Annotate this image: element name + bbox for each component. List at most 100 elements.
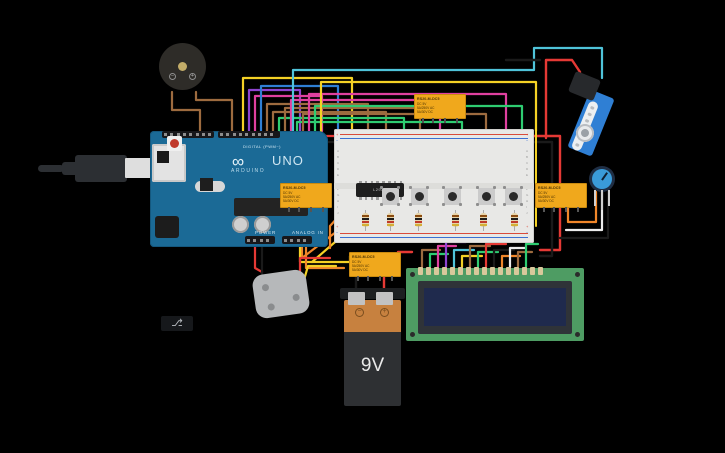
- relay-bottom-spec3: 5A/30V DC: [352, 268, 368, 273]
- breadboard-col-label-E-1: E: [526, 172, 529, 177]
- ic-pin-9: [359, 197, 362, 200]
- relay-right-title: RS20-M-DC5: [538, 185, 561, 190]
- power-header-label: POWER: [255, 230, 277, 235]
- pushbutton-5[interactable]: [380, 186, 400, 206]
- ic-pin-11: [370, 197, 374, 200]
- breadboard-col-label-A-1: A: [526, 148, 529, 153]
- pushbutton-4[interactable]: [503, 186, 523, 206]
- breadboard-col-label-C-1: C: [526, 160, 529, 165]
- pushbutton-3-leg-2: [476, 203, 479, 206]
- relay-arduino-specs: DC 5V 5A/250V AC 5A/30V DC: [283, 191, 300, 204]
- relay-top[interactable]: RS20-M-DC5 DC 5V 5A/250V AC 5A/30V DC: [414, 94, 466, 123]
- usb-cable-tail: [38, 165, 64, 172]
- breadboard-rail-marker-3: −: [336, 230, 339, 235]
- battery-connector-cap[interactable]: [340, 288, 405, 299]
- ic-pin-1: [359, 180, 362, 183]
- breadboard-col-label-J-0: J: [337, 210, 339, 215]
- breadboard-col-label-H-1: H: [526, 198, 529, 203]
- relay-bottom-spec2: 5A/250V AC: [352, 264, 370, 269]
- resistor-5[interactable]: [511, 210, 518, 231]
- relay-top-title: RS20-M-DC5: [417, 96, 440, 101]
- pushbutton-1[interactable]: [409, 186, 429, 206]
- servo-horn-hole-5: [575, 143, 580, 148]
- piezo-buzzer[interactable]: − +: [159, 43, 206, 90]
- breadboard-col-label-I-1: I: [526, 204, 527, 209]
- digital-pin-header-2[interactable]: [218, 131, 280, 138]
- battery-9v-top-band: − +: [344, 300, 401, 332]
- servo-horn-hole-2: [587, 112, 592, 117]
- breadboard-col-label-G-1: G: [526, 192, 529, 197]
- potentiometer-leg-1: [594, 190, 596, 206]
- pushbutton-1-leg-1: [409, 186, 412, 189]
- relay-arduino[interactable]: RS20-M-DC5 DC 5V 5A/250V AC 5A/30V DC: [280, 183, 332, 212]
- breadboard-rail-marker-7: −: [526, 230, 529, 235]
- ic-pin-8: [399, 180, 403, 183]
- relay-bottom[interactable]: RS20-M-DC5 DC 5V 5A/250V AC 5A/30V DC: [349, 252, 401, 281]
- dc-motor[interactable]: [251, 268, 311, 320]
- capacitor-1: [232, 216, 249, 233]
- breadboard-rail-marker-1: −: [336, 138, 339, 143]
- usb-connector-body[interactable]: ⎇: [75, 155, 193, 331]
- motor-screw-1: [261, 283, 270, 292]
- breadboard-rail-marker-6: +: [526, 224, 529, 229]
- resistor-6[interactable]: [362, 210, 369, 231]
- pushbutton-2-leg-4: [459, 203, 462, 206]
- breadboard-rail-marker-0: +: [336, 132, 339, 137]
- breadboard-col-label-I-0: I: [337, 204, 338, 209]
- battery-terminal-negative[interactable]: [348, 292, 365, 305]
- reset-button[interactable]: [167, 136, 182, 151]
- pushbutton-3[interactable]: [476, 186, 496, 206]
- relay-top-spec2: 5A/250V AC: [417, 106, 435, 111]
- relay-right[interactable]: RS20-M-DC5 DC 5V 5A/250V AC 5A/30V DC: [535, 183, 587, 212]
- ic-pin-12: [376, 197, 379, 200]
- resistor-3[interactable]: [452, 210, 459, 231]
- battery-minus-sign: −: [355, 308, 364, 317]
- relay-top-spec3: 5A/30V DC: [417, 110, 433, 115]
- relay-right-spec1: DC 5V: [538, 191, 548, 195]
- potentiometer-leg-3: [608, 190, 610, 206]
- breadboard-col-label-A-0: A: [337, 148, 340, 153]
- pushbutton-1-leg-3: [426, 186, 429, 189]
- servo-horn-hole-1: [590, 105, 595, 111]
- digital-pin-header[interactable]: [162, 131, 214, 138]
- usb-plug-metal: [125, 158, 153, 178]
- breadboard-rail-marker-2: +: [336, 224, 339, 229]
- lcd-screw-br: [575, 332, 580, 337]
- buzzer-sound-hole: [178, 62, 187, 71]
- relay-arduino-spec1: DC 5V: [283, 191, 293, 195]
- usb-icon: ⎇: [161, 316, 193, 331]
- relay-bottom-specs: DC 5V 5A/250V AC 5A/30V DC: [352, 260, 369, 273]
- lcd-screen: [424, 288, 566, 326]
- relay-right-specs: DC 5V 5A/250V AC 5A/30V DC: [538, 191, 555, 204]
- resistor-1[interactable]: [387, 210, 394, 231]
- pushbutton-4-leg-2: [503, 203, 506, 206]
- arduino-barrel-jack[interactable]: [155, 216, 179, 238]
- battery-terminal-positive[interactable]: [376, 292, 393, 305]
- lcd-pin-header[interactable]: [418, 267, 546, 275]
- motor-screw-2: [267, 303, 276, 311]
- breadboard-col-label-G-0: G: [337, 192, 340, 197]
- pushbutton-3-leg-3: [493, 186, 496, 189]
- ic-pin-16: [399, 197, 403, 200]
- breadboard-col-label-J-1: J: [526, 210, 528, 215]
- pushbutton-2[interactable]: [442, 186, 462, 206]
- pushbutton-3-leg-4: [493, 203, 496, 206]
- relay-bottom-spec1: DC 5V: [352, 260, 362, 264]
- relay-top-specs: DC 5V 5A/250V AC 5A/30V DC: [417, 102, 434, 115]
- breadboard-col-label-B-1: B: [526, 154, 529, 159]
- analog-header-label: ANALOG IN: [292, 230, 324, 235]
- servo-horn-hole-3: [584, 118, 590, 124]
- board-model-label: UNO: [272, 153, 304, 168]
- relay-right-spec2: 5A/250V AC: [538, 195, 556, 200]
- battery-plus-sign: +: [380, 308, 389, 317]
- resistor-2[interactable]: [415, 210, 422, 231]
- board-brand-label: ARDUINO: [231, 168, 266, 174]
- relay-arduino-spec2: 5A/250V AC: [283, 195, 301, 200]
- breadboard-col-label-H-0: H: [337, 198, 340, 203]
- analog-pin-header[interactable]: [282, 236, 312, 244]
- resistor-4[interactable]: [480, 210, 487, 231]
- power-pin-header[interactable]: [245, 236, 275, 244]
- capacitor-2: [254, 216, 271, 233]
- ic-pin-5: [382, 180, 385, 183]
